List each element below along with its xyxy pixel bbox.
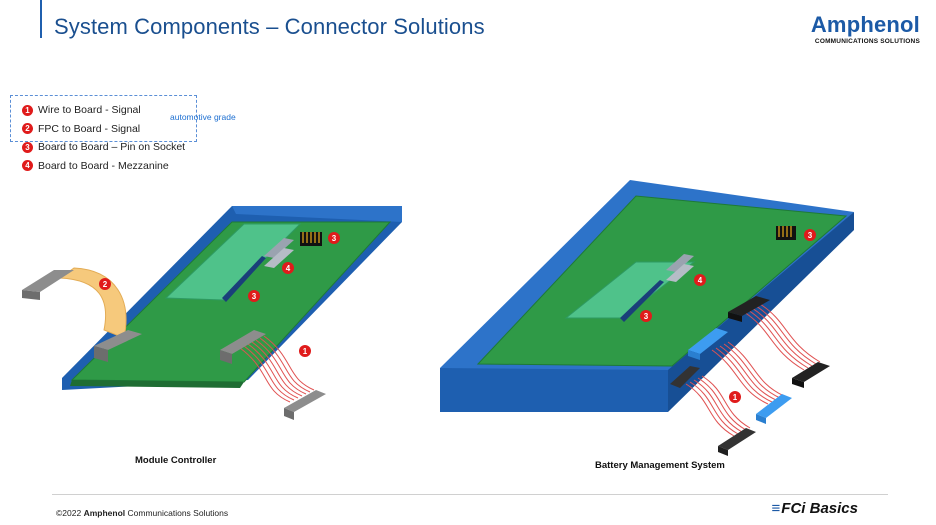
fpc-board-connector: [94, 330, 142, 350]
controller-header-pins: [302, 232, 320, 243]
logo-tagline: COMMUNICATIONS SOLUTIONS: [814, 38, 920, 45]
wire-end-connector: [284, 390, 326, 412]
bms-connector-dark: [718, 428, 756, 450]
legend-label: Board to Board - Mezzanine: [38, 159, 169, 172]
svg-text:2: 2: [103, 280, 108, 289]
fci-basics-text: FCi Basics: [781, 500, 858, 517]
legend-item: 4 Board to Board - Mezzanine: [22, 157, 185, 176]
battery-management-illustration: [440, 180, 854, 456]
bms-ribbon-cables: [685, 303, 821, 437]
fci-basics-logo: ≡FCi Basics: [772, 500, 858, 517]
bms-connector-blue: [688, 328, 728, 354]
fci-bars-icon: ≡: [771, 500, 781, 517]
copyright-symbol: ©2022: [56, 508, 82, 518]
bms-connector-dark-side: [718, 446, 728, 456]
marker-3-icon: 3: [804, 229, 816, 241]
bms-connector-dark: [670, 366, 700, 388]
bms-connector-black: [792, 362, 830, 382]
legend-label: FPC to Board - Signal: [38, 122, 141, 135]
bms-connector-blue-side: [688, 350, 700, 360]
number-badge-icon: 3: [22, 141, 33, 153]
svg-text:3: 3: [808, 231, 813, 240]
legend-item: 1 Wire to Board - Signal: [22, 101, 185, 120]
bms-mezzanine: [666, 254, 694, 272]
slide-title: System Components – Connector Solutions: [54, 14, 485, 39]
marker-4-icon: 4: [694, 274, 706, 286]
bms-connector-black: [728, 296, 770, 316]
number-badge-icon: 2: [22, 123, 33, 135]
connector-legend: 1 Wire to Board - Signal 2 FPC to Board …: [22, 101, 185, 175]
marker-3-icon: 3: [248, 290, 260, 302]
legend-label: Wire to Board - Signal: [38, 104, 141, 117]
bms-header-pins: [778, 226, 792, 237]
automotive-grade-note: automotive grade: [170, 112, 236, 122]
svg-text:1: 1: [733, 393, 738, 402]
title-accent-bar: [40, 0, 42, 38]
controller-daughter-board: [164, 223, 302, 301]
footer-copyright: ©2022 Amphenol Communications Solutions: [56, 508, 228, 518]
wire-to-board-connector-side: [220, 350, 232, 364]
marker-badges: 2 1 3 4 3 3 4 3 1: [99, 229, 816, 403]
controller-pcb-edge: [70, 380, 244, 388]
bms-connector-blue: [756, 394, 792, 418]
legend-item: 3 Board to Board – Pin on Socket: [22, 138, 185, 157]
fpc-board-connector-side: [94, 346, 108, 362]
footer-brand: Amphenol: [83, 508, 126, 518]
legend-label: Board to Board – Pin on Socket: [38, 141, 186, 154]
bms-connector-black-side: [792, 378, 804, 388]
wire-end-connector-side: [284, 408, 294, 420]
svg-text:3: 3: [252, 292, 257, 301]
svg-text:1: 1: [303, 347, 308, 356]
svg-text:3: 3: [332, 234, 337, 243]
ribbon-cable: [239, 335, 315, 403]
amphenol-logo: Amphenol COMMUNICATIONS SOLUTIONS: [810, 12, 920, 46]
controller-socket: [222, 256, 266, 302]
svg-text:4: 4: [698, 276, 703, 285]
marker-2-icon: 2: [99, 278, 111, 290]
controller-mezzanine: [264, 248, 294, 268]
marker-1-icon: 1: [729, 391, 741, 403]
bms-mezzanine: [666, 264, 694, 282]
logo-name: Amphenol: [810, 12, 920, 37]
bms-daughter-board: [564, 261, 696, 319]
module-controller-illustration: [22, 206, 402, 420]
marker-1-icon: 1: [299, 345, 311, 357]
marker-3-icon: 3: [328, 232, 340, 244]
legend-item: 2 FPC to Board - Signal: [22, 120, 185, 139]
footer-divider: [52, 494, 888, 495]
fpc-cable: [58, 267, 127, 339]
svg-text:3: 3: [644, 312, 649, 321]
bms-enclosure-front: [440, 368, 668, 412]
battery-management-caption: Battery Management System: [595, 460, 725, 471]
module-controller-caption: Module Controller: [135, 455, 217, 466]
fpc-connector-end-side: [22, 290, 40, 300]
marker-4-icon: 4: [282, 262, 294, 274]
number-badge-icon: 1: [22, 104, 33, 116]
controller-enclosure-rim: [232, 206, 402, 222]
wire-to-board-connector: [220, 330, 266, 354]
svg-text:4: 4: [286, 264, 291, 273]
controller-mezzanine: [264, 238, 294, 258]
automotive-grade-box: [10, 95, 197, 142]
marker-3-icon: 3: [640, 310, 652, 322]
footer-company: Communications Solutions: [127, 508, 229, 518]
fpc-connector-end: [22, 270, 74, 292]
bms-socket: [620, 280, 664, 322]
bms-connector-blue-side: [756, 414, 766, 424]
bms-enclosure-side: [668, 212, 854, 412]
number-badge-icon: 4: [22, 160, 33, 172]
bms-connector-black-side: [728, 312, 742, 322]
